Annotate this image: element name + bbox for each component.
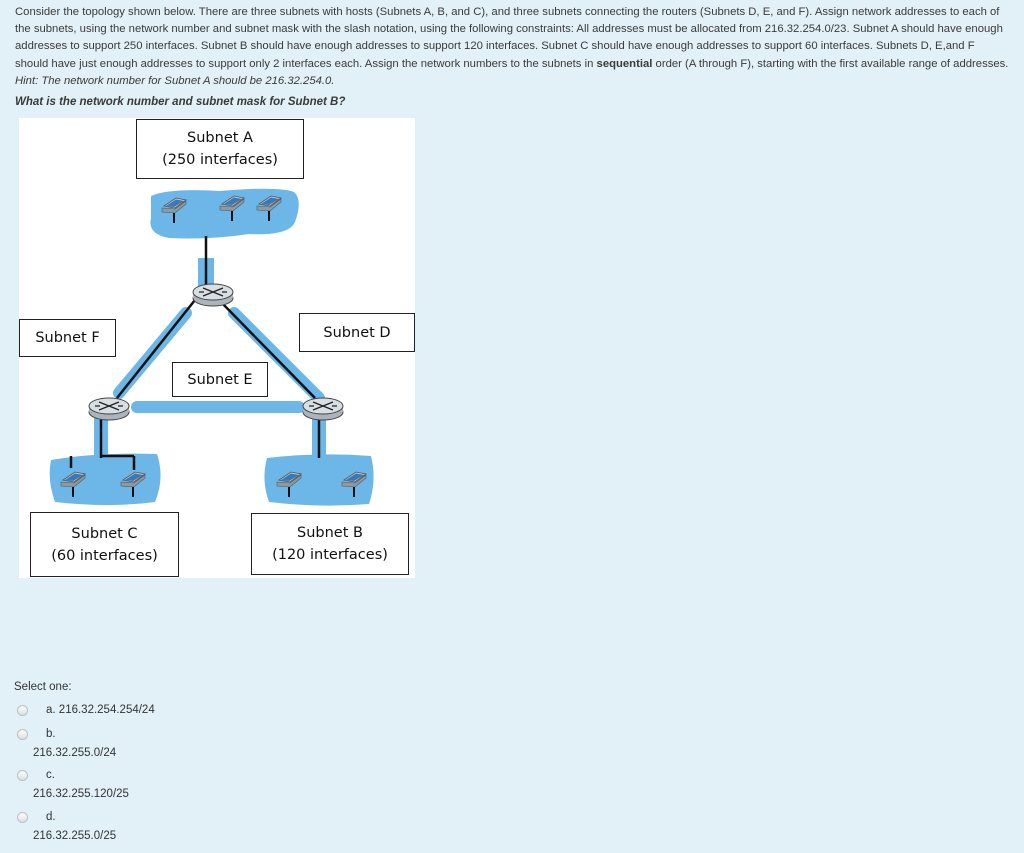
subnet-b-name: Subnet B bbox=[297, 525, 363, 541]
option-b-letter: b. bbox=[46, 728, 56, 740]
subnet-f-label: Subnet F bbox=[19, 319, 116, 357]
question-bold-word: sequential bbox=[596, 57, 653, 70]
question-prompt: What is the network number and subnet ma… bbox=[15, 96, 346, 108]
select-one-label: Select one: bbox=[14, 681, 72, 693]
subnet-c-count: (60 interfaces) bbox=[51, 547, 158, 564]
subnet-b-cloud bbox=[264, 454, 374, 506]
subnet-d-label: Subnet D bbox=[299, 313, 415, 352]
router-icon bbox=[88, 397, 130, 421]
subnet-a-name: Subnet A bbox=[187, 130, 253, 146]
topology-diagram bbox=[49, 188, 374, 506]
option-b-value: 216.32.255.0/24 bbox=[33, 747, 117, 759]
topology-figure: Subnet A (250 interfaces) Subnet F Subne… bbox=[19, 118, 415, 578]
subnet-c-name: Subnet C bbox=[71, 525, 138, 542]
option-a-letter: a. bbox=[46, 704, 56, 716]
question-body-end: order (A through F), starting with the f… bbox=[652, 57, 1009, 70]
question-body: Consider the topology shown below. There… bbox=[15, 6, 1003, 70]
subnet-a-cloud bbox=[150, 188, 299, 239]
option-d-radio[interactable] bbox=[17, 812, 28, 823]
router-icon bbox=[192, 283, 234, 307]
option-c-radio[interactable] bbox=[17, 770, 28, 781]
option-b-radio[interactable] bbox=[17, 729, 28, 740]
router-icon bbox=[302, 397, 344, 421]
option-a-radio[interactable] bbox=[17, 705, 28, 716]
router-links bbox=[69, 236, 321, 470]
subnet-b-count: (120 interfaces) bbox=[272, 547, 388, 563]
subnet-e-name: Subnet E bbox=[187, 371, 253, 388]
option-c-letter: c. bbox=[46, 769, 55, 781]
option-c-value: 216.32.255.120/25 bbox=[33, 788, 129, 800]
subnet-a-count: (250 interfaces) bbox=[162, 152, 278, 168]
subnet-c-label: Subnet C (60 interfaces) bbox=[30, 512, 179, 577]
option-d-value: 216.32.255.0/25 bbox=[33, 830, 117, 842]
subnet-f-name: Subnet F bbox=[35, 330, 100, 346]
subnet-e-label: Subnet E bbox=[172, 362, 268, 397]
option-a-text: a. 216.32.254.254/24 bbox=[46, 704, 155, 716]
question-text: Consider the topology shown below. There… bbox=[15, 4, 1010, 90]
question-hint: Hint: The network number for Subnet A sh… bbox=[15, 74, 335, 87]
option-a-value: 216.32.254.254/24 bbox=[58, 704, 155, 716]
subnet-b-label: Subnet B (120 interfaces) bbox=[251, 513, 409, 575]
option-d-letter: d. bbox=[46, 811, 56, 823]
subnet-d-name: Subnet D bbox=[323, 324, 391, 341]
subnet-a-label: Subnet A (250 interfaces) bbox=[136, 119, 304, 179]
